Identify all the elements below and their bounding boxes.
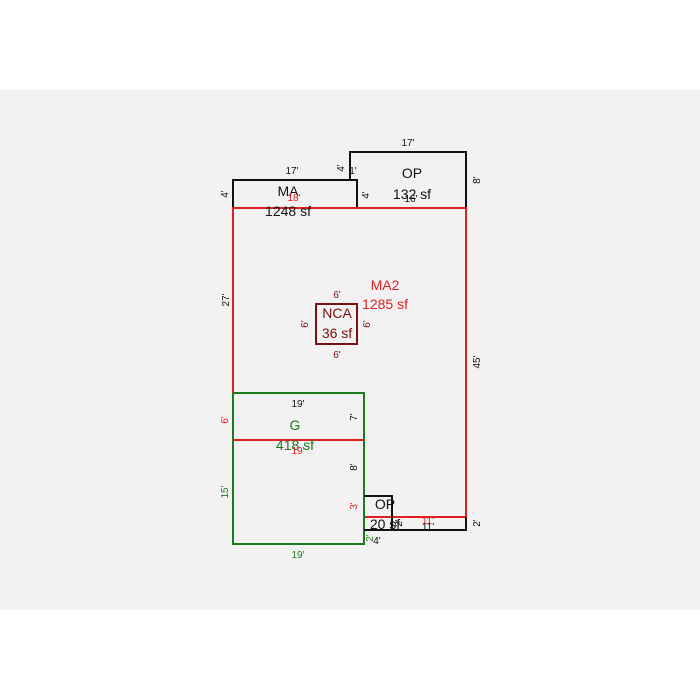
dim-op-right: 8' <box>472 176 483 184</box>
dim-g-step-red: 3' <box>349 502 360 510</box>
dim-g-left-green: 15' <box>220 485 231 498</box>
dim-right-bottom: 2' <box>472 519 483 527</box>
dim-g-bottom: 19' <box>291 550 304 561</box>
op-top-outline <box>349 151 467 208</box>
dim-g-side-lower: 8' <box>349 463 360 471</box>
nca-name-label: NCA <box>322 305 352 321</box>
nca-area-label: 36 sf <box>322 325 352 341</box>
ma2-name-label: MA2 <box>371 277 400 293</box>
dim-ma-top: 17' <box>285 166 298 177</box>
op-top-area-label: 132 sf <box>393 186 431 202</box>
dim-g-side-upper: 7' <box>349 413 360 421</box>
dim-ma2-right: 45' <box>472 355 483 368</box>
dim-g-inner: 19' <box>291 446 304 457</box>
dim-ma2-left: 27' <box>221 293 232 306</box>
dim-op-small-bottom: 4' <box>373 536 381 547</box>
ma2-outline <box>232 207 467 518</box>
dim-ma2-bottom-b: 11' <box>422 522 434 533</box>
dim-ma-right-lower: 4' <box>361 191 372 199</box>
dim-nca-bottom: 6' <box>333 350 341 361</box>
ma-name-label: MA <box>278 183 300 199</box>
dim-nca-left: 6' <box>300 320 311 328</box>
garage-area-label: 418 sf <box>276 437 314 453</box>
dim-op-small-mid: 2' <box>394 519 405 527</box>
dim-ma-step: 1' <box>349 166 357 177</box>
dim-op-bottom: 16' <box>404 194 417 205</box>
dim-g-left-red: 6' <box>220 416 231 424</box>
dim-g-step-green: 2' <box>365 534 376 542</box>
dim-ma-left: 4' <box>220 190 231 198</box>
bottom-right-step <box>392 517 467 531</box>
dim-ma-right-upper: 4' <box>336 164 347 172</box>
garage-name-label: G <box>290 417 301 433</box>
op-small-outline <box>364 495 393 531</box>
dim-ma2-bottom-a: 11' <box>422 516 434 527</box>
op-small-area-label: 20 sf <box>370 516 400 532</box>
ma-outline <box>232 179 358 208</box>
dim-nca-right: 6' <box>362 320 373 328</box>
nca-outline <box>315 303 358 345</box>
ma-area-label: 1248 sf <box>265 203 311 219</box>
ma2-area-label: 1285 sf <box>362 296 408 312</box>
dim-nca-top: 6' <box>333 290 341 301</box>
dim-op-top: 17' <box>401 138 414 149</box>
dim-ma-bottom: 18' <box>287 193 300 204</box>
garage-outline <box>232 392 365 545</box>
op-small-name-label: OP <box>375 496 395 512</box>
dim-g-top: 19' <box>291 399 304 410</box>
op-top-name-label: OP <box>402 165 422 181</box>
